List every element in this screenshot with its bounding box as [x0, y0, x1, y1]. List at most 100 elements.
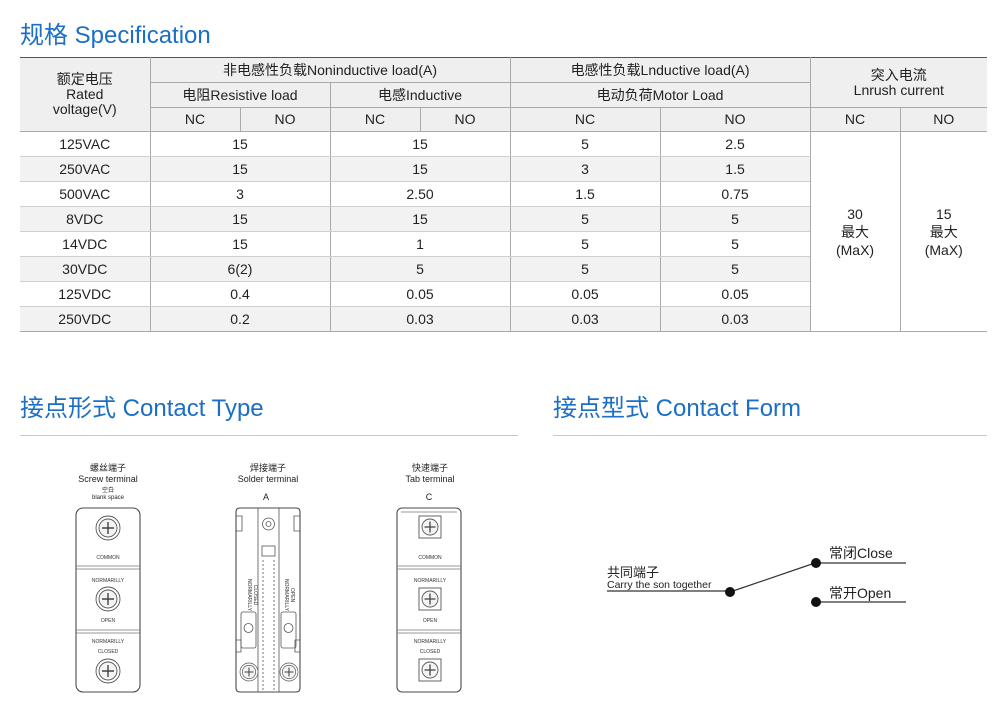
- inrush-nc-max-en: (MaX): [835, 241, 875, 258]
- table-row: 250VDC 0.2 0.03 0.03 0.03: [20, 306, 987, 332]
- normally-open-contact-label: 常开Open: [829, 585, 891, 601]
- normally-open-label: NORMARILLY: [92, 578, 125, 584]
- rated-voltage-header-line: 额定电压: [56, 71, 113, 87]
- screw-head-icon: [95, 515, 121, 541]
- side-notch: [294, 639, 300, 653]
- motor-load-no-cell: 2.5: [659, 131, 811, 157]
- contact-type-title: 接点形式 Contact Type: [20, 395, 264, 422]
- side-notch: [293, 515, 300, 532]
- square-screw-icon: [418, 658, 442, 682]
- motor-load-nc-cell: 5: [509, 256, 661, 282]
- normally-closed-label: NORMARILLY: [414, 639, 447, 645]
- screw-terminal-name-en: Screw terminal: [78, 474, 138, 484]
- motor-load-nc-cell: 3: [509, 156, 661, 182]
- solder-lug: [261, 545, 276, 557]
- nc-column-header: NC: [329, 107, 421, 132]
- inductive-cell: 0.05: [329, 281, 511, 307]
- noninductive-load-header: 非电感性负载Noninductive load(A): [149, 57, 511, 83]
- normally-closed-contact-label: 常闭Close: [829, 545, 893, 561]
- inrush-no-max-en: (MaX): [924, 241, 963, 258]
- inrush-no-max-cn: 最大: [929, 223, 958, 240]
- motor-load-no-cell: 5: [659, 256, 811, 282]
- motor-load-no-cell: 0.75: [659, 181, 811, 207]
- inductive-header: 电感Inductive: [329, 82, 511, 108]
- inductive-cell: 5: [329, 256, 511, 282]
- inrush-current-header: 突入电流 Lnrush current: [809, 57, 988, 108]
- table-row: 500VAC 3 2.50 1.5 0.75: [20, 181, 987, 207]
- motor-load-nc-cell: 5: [509, 131, 661, 157]
- no-column-header: NO: [659, 107, 811, 132]
- solder-hole-inner: [265, 521, 272, 527]
- switch-arm: [729, 563, 813, 593]
- motor-load-no-cell: 5: [659, 206, 811, 232]
- contact-columns-row: NC NO NC NO NC NO NC NO: [20, 107, 988, 132]
- solder-lug-left: [240, 611, 257, 649]
- solder-terminal-diagram: 焊接端子 Solder terminal A NORMARILLY CLOSED…: [235, 462, 301, 693]
- contact-type-divider: [20, 435, 518, 436]
- open-label: OPEN: [101, 618, 116, 624]
- motor-load-nc-cell: 5: [509, 231, 661, 257]
- nc-column-header: NC: [149, 107, 241, 132]
- inductive-cell: 15: [329, 131, 511, 157]
- specification-title: 规格 Specification: [20, 22, 211, 49]
- normally-open-contact-dot: [811, 597, 821, 607]
- common-label: COMMON: [96, 555, 120, 561]
- rated-voltage-header: 额定电压 Rated voltage(V): [20, 57, 151, 132]
- no-column-header: NO: [239, 107, 331, 132]
- inrush-no-value: 15: [936, 205, 952, 222]
- screw-terminal-note-cn: 空白: [102, 486, 114, 494]
- resistive-load-cell: 6(2): [149, 256, 331, 282]
- tab-terminal-code: C: [426, 492, 433, 502]
- solder-terminal-code: A: [263, 492, 269, 502]
- inrush-nc-value: 30: [847, 205, 863, 222]
- inductive-cell: 15: [329, 156, 511, 182]
- specification-table: 额定电压 Rated voltage(V) 非电感性负载Noninductive…: [20, 57, 988, 332]
- normally-open-label: NORMARILLY: [283, 579, 289, 612]
- resistive-load-cell: 3: [149, 181, 331, 207]
- motor-load-nc-cell: 0.03: [509, 306, 661, 332]
- no-column-header: NO: [419, 107, 511, 132]
- rated-voltage-cell: 500VAC: [20, 181, 151, 207]
- inrush-current-no-cell: 15 最大 (MaX): [899, 131, 988, 332]
- inrush-current-header-line: 突入电流: [870, 66, 927, 83]
- no-column-header: NO: [899, 107, 988, 132]
- solder-hole-icon: [243, 623, 254, 633]
- solder-terminal-name-cn: 焊接端子: [250, 462, 286, 473]
- rated-voltage-cell: 125VDC: [20, 281, 151, 307]
- square-screw-icon: [418, 515, 442, 539]
- normally-closed-label: NORMARILLY: [246, 579, 252, 612]
- motor-load-no-cell: 0.05: [659, 281, 811, 307]
- open-label: OPEN: [289, 588, 295, 603]
- inrush-current-header-line: Lnrush current: [853, 81, 944, 98]
- resistive-load-cell: 0.4: [149, 281, 331, 307]
- resistive-load-cell: 15: [149, 231, 331, 257]
- motor-load-nc-cell: 5: [509, 206, 661, 232]
- inductive-cell: 2.50: [329, 181, 511, 207]
- nc-column-header: NC: [809, 107, 901, 132]
- rated-voltage-header-line: Rated: [66, 86, 104, 102]
- nc-column-header: NC: [509, 107, 661, 132]
- header-row: 额定电压 Rated voltage(V) 非电感性负载Noninductive…: [20, 57, 988, 132]
- table-row: 125VAC 15 15 5 2.5 30 最大 (MaX) 15 最大 (Ma…: [20, 131, 988, 332]
- closed-label: CLOSED: [420, 649, 441, 655]
- solder-hole-icon: [283, 623, 294, 633]
- tab-terminal-diagram: 快速端子 Tab terminal C COMMON NORMARILLY OP…: [396, 462, 462, 693]
- motor-load-nc-cell: 0.05: [509, 281, 661, 307]
- motor-load-no-cell: 5: [659, 231, 811, 257]
- center-strip: [257, 508, 280, 692]
- normally-closed-contact-dot: [811, 558, 821, 568]
- common-contact-dot: [725, 587, 735, 597]
- rated-voltage-cell: 250VDC: [20, 306, 151, 332]
- rated-voltage-cell: 250VAC: [20, 156, 151, 182]
- side-notch: [236, 515, 243, 532]
- rated-voltage-cell: 14VDC: [20, 231, 151, 257]
- table-row: 125VDC 0.4 0.05 0.05 0.05: [20, 281, 987, 307]
- normally-closed-label: NORMARILLY: [92, 639, 125, 645]
- closed-label: CLOSED: [252, 585, 258, 606]
- resistive-load-cell: 15: [149, 131, 331, 157]
- table-row: 8VDC 15 15 5 5: [20, 206, 987, 232]
- screw-terminal-note-en: blank space: [92, 495, 125, 501]
- square-screw-icon: [418, 587, 442, 611]
- contact-form-diagram: 共同端子 Carry the son together 常闭Close 常开Op…: [607, 545, 906, 607]
